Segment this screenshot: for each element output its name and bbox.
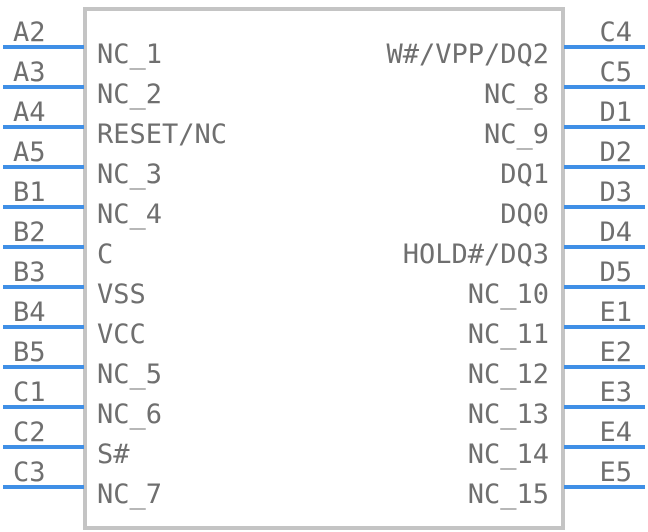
pin-number: B4	[13, 297, 46, 328]
pin-name: RESET/NC	[97, 119, 227, 150]
pin-number: E5	[599, 457, 632, 488]
pin-number: C3	[13, 457, 46, 488]
pin-number: E2	[599, 337, 632, 368]
pin-number: A2	[13, 17, 46, 48]
pin-c4: C4W#/VPP/DQ2	[386, 17, 645, 70]
pin-number: A4	[13, 97, 46, 128]
pin-name: NC_9	[484, 119, 549, 150]
pin-number: D3	[599, 177, 632, 208]
pin-number: D1	[599, 97, 632, 128]
pin-number: C2	[13, 417, 46, 448]
pin-c2: C2S#	[3, 417, 130, 470]
pin-name: NC_2	[97, 79, 162, 110]
pin-number: E3	[599, 377, 632, 408]
pin-name: NC_5	[97, 359, 162, 390]
pin-name: NC_11	[468, 319, 549, 350]
pin-number: B5	[13, 337, 46, 368]
pin-number: E4	[599, 417, 632, 448]
pin-name: C	[97, 239, 113, 270]
pin-number: E1	[599, 297, 632, 328]
right-pin-group: C4W#/VPP/DQ2C5NC_8D1NC_9D2DQ1D3DQ0D4HOLD…	[386, 17, 645, 510]
pin-name: VCC	[97, 319, 146, 350]
pin-name: NC_6	[97, 399, 162, 430]
pin-number: D5	[599, 257, 632, 288]
pin-name: VSS	[97, 279, 146, 310]
pin-number: C4	[599, 17, 632, 48]
pin-name: W#/VPP/DQ2	[386, 39, 549, 70]
pin-name: NC_8	[484, 79, 549, 110]
pin-name: NC_13	[468, 399, 549, 430]
component-body	[83, 7, 565, 530]
pin-name: NC_10	[468, 279, 549, 310]
pin-name: NC_1	[97, 39, 162, 70]
pin-name: S#	[97, 439, 130, 470]
pin-name: HOLD#/DQ3	[403, 239, 549, 270]
pin-name: NC_14	[468, 439, 549, 470]
pin-number: B1	[13, 177, 46, 208]
pin-number: C5	[599, 57, 632, 88]
pin-b2: B2C	[3, 217, 113, 270]
pin-number: B3	[13, 257, 46, 288]
pin-number: A3	[13, 57, 46, 88]
pin-number: D2	[599, 137, 632, 168]
pin-number: A5	[13, 137, 46, 168]
pin-name: NC_4	[97, 199, 162, 230]
left-pin-group: A2NC_1A3NC_2A4RESET/NCA5NC_3B1NC_4B2CB3V…	[3, 17, 227, 510]
pin-number: C1	[13, 377, 46, 408]
pin-name: DQ0	[500, 199, 549, 230]
pin-name: NC_3	[97, 159, 162, 190]
pin-name: NC_15	[468, 479, 549, 510]
pin-number: B2	[13, 217, 46, 248]
pin-name: NC_12	[468, 359, 549, 390]
pin-name: DQ1	[500, 159, 549, 190]
pin-name: NC_7	[97, 479, 162, 510]
pin-number: D4	[599, 217, 632, 248]
